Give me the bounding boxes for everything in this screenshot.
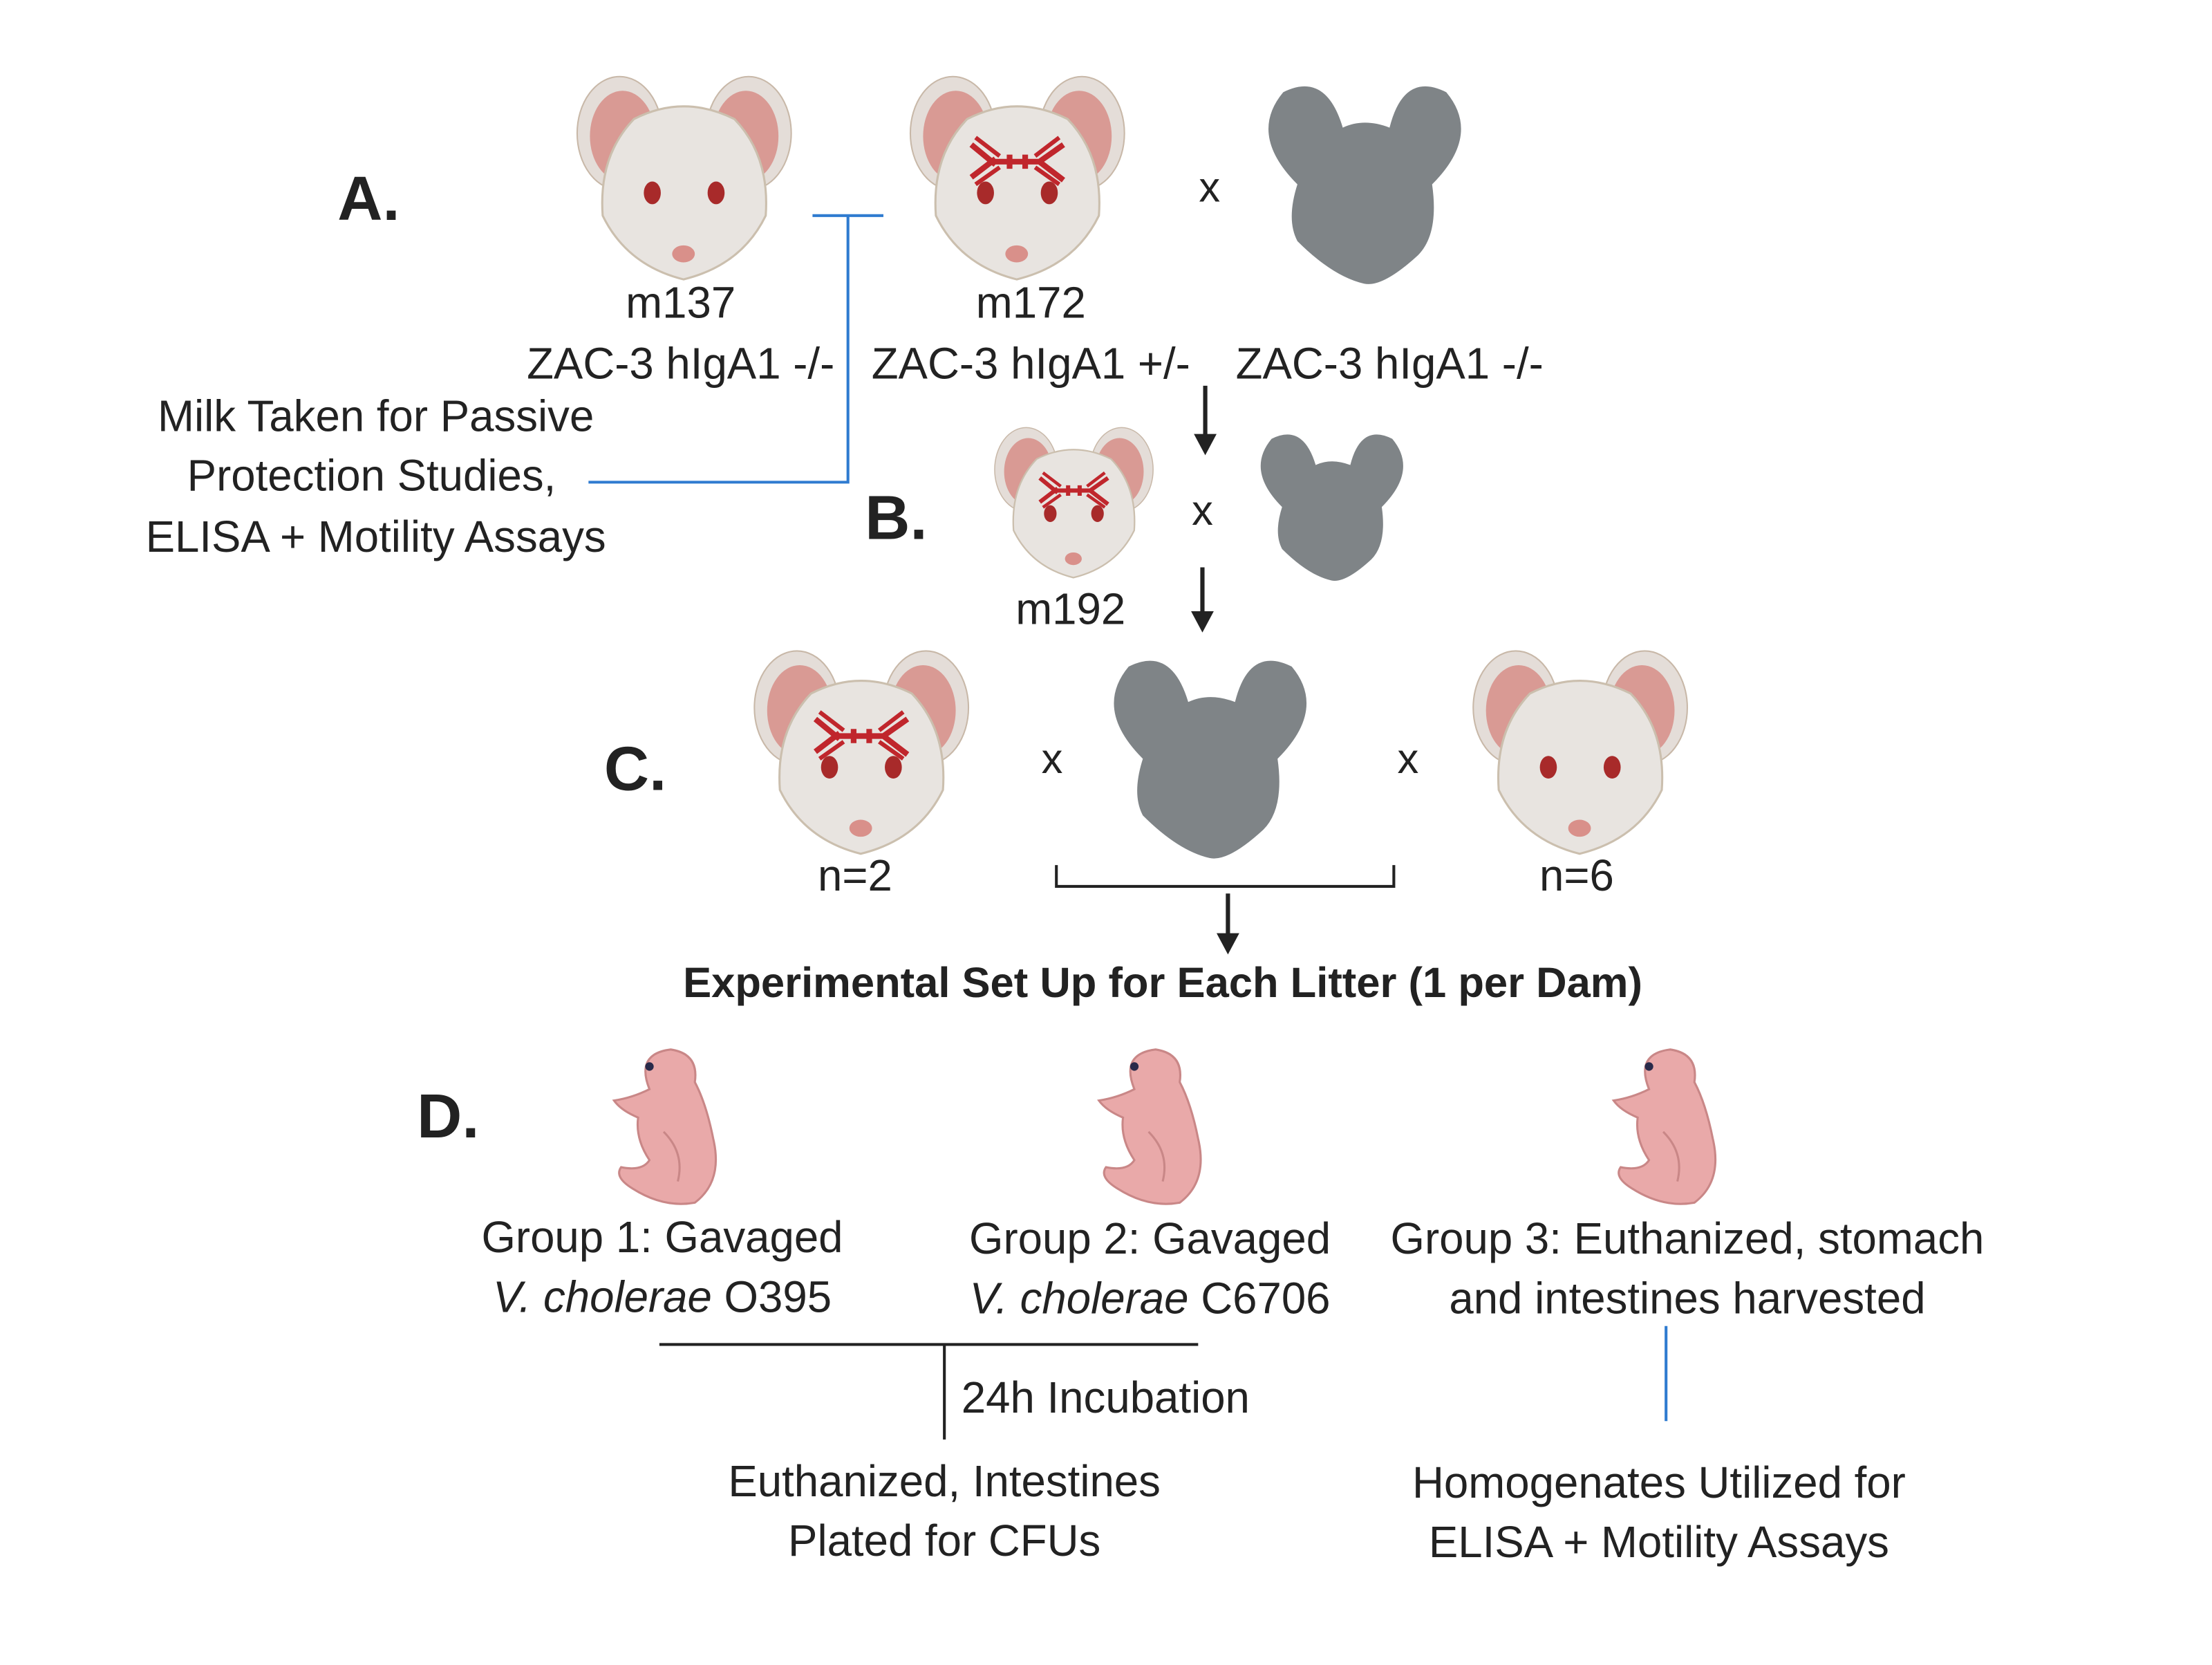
panel-label-c: C. (604, 734, 666, 803)
incubation-label: 24h Incubation (962, 1373, 1250, 1422)
arrow-down-icon (1194, 385, 1217, 456)
panel-label-a: A. (337, 164, 400, 234)
mouse-m192-icon (993, 427, 1154, 579)
panel-label-d: D. (417, 1081, 479, 1151)
milk-note-line2: Protection Studies, (187, 452, 556, 501)
white-mouse-icon (1472, 649, 1689, 855)
cross-symbol: x (1199, 163, 1220, 211)
mouse-m192-label: m192 (1015, 584, 1125, 633)
arrow-down-icon (1216, 893, 1239, 955)
count-right: n=6 (1539, 851, 1614, 900)
group2-strain: C6706 (1189, 1274, 1331, 1323)
milk-note-line3: ELISA + Motility Assays (146, 512, 606, 561)
milk-connector-line (588, 214, 883, 484)
silhouette-mouse-c-icon (1114, 660, 1307, 859)
pup-group2-icon (1098, 1048, 1202, 1205)
panel-label-b: B. (865, 483, 927, 552)
group1-species: V. cholerae (493, 1272, 712, 1321)
pup-group1-icon (612, 1048, 718, 1205)
silhouette-mouse-b-icon (1260, 434, 1403, 582)
groups-connector-line (659, 1343, 1199, 1440)
mouse-m172-label: m172 (976, 278, 1086, 327)
genotype-m137: ZAC-3 hIgA1 -/- (527, 339, 834, 389)
outcome12-line1: Euthanized, Intestines (728, 1457, 1161, 1506)
antibody-mouse-icon (753, 649, 970, 855)
arrow-down-icon (1191, 567, 1214, 633)
genotype-silhouette: ZAC-3 hIgA1 -/- (1236, 339, 1544, 389)
cross-symbol-c2: x (1398, 735, 1419, 783)
mouse-m137-label: m137 (626, 278, 735, 327)
experimental-setup-title: Experimental Set Up for Each Litter (1 p… (683, 959, 1642, 1007)
genotype-m172: ZAC-3 hIgA1 +/- (872, 339, 1190, 389)
pup-group3-icon (1612, 1048, 1717, 1205)
outcome12-line2: Plated for CFUs (788, 1516, 1100, 1565)
outcome3-line1: Homogenates Utilized for (1412, 1458, 1906, 1507)
group3-line2: and intestines harvested (1449, 1274, 1925, 1323)
group1-line1: Group 1: Gavaged (481, 1213, 843, 1262)
cross-symbol-b: x (1192, 487, 1213, 534)
group1-strain: O395 (712, 1272, 832, 1321)
group1-line2: V. cholerae O395 (493, 1272, 832, 1321)
group2-line1: Group 2: Gavaged (969, 1214, 1331, 1263)
silhouette-mouse-icon (1268, 86, 1461, 284)
group2-line2: V. cholerae C6706 (970, 1274, 1331, 1323)
count-left: n=2 (818, 851, 892, 900)
bracket (1055, 865, 1396, 888)
group3-line1: Group 3: Euthanized, stomach (1391, 1214, 1985, 1263)
milk-note-line1: Milk Taken for Passive (158, 392, 594, 441)
group2-species: V. cholerae (970, 1274, 1189, 1323)
mouse-m137-icon (576, 75, 793, 281)
outcome3-line2: ELISA + Motility Assays (1429, 1518, 1889, 1567)
cross-symbol-c1: x (1042, 735, 1063, 783)
mouse-m172-icon (909, 75, 1126, 281)
